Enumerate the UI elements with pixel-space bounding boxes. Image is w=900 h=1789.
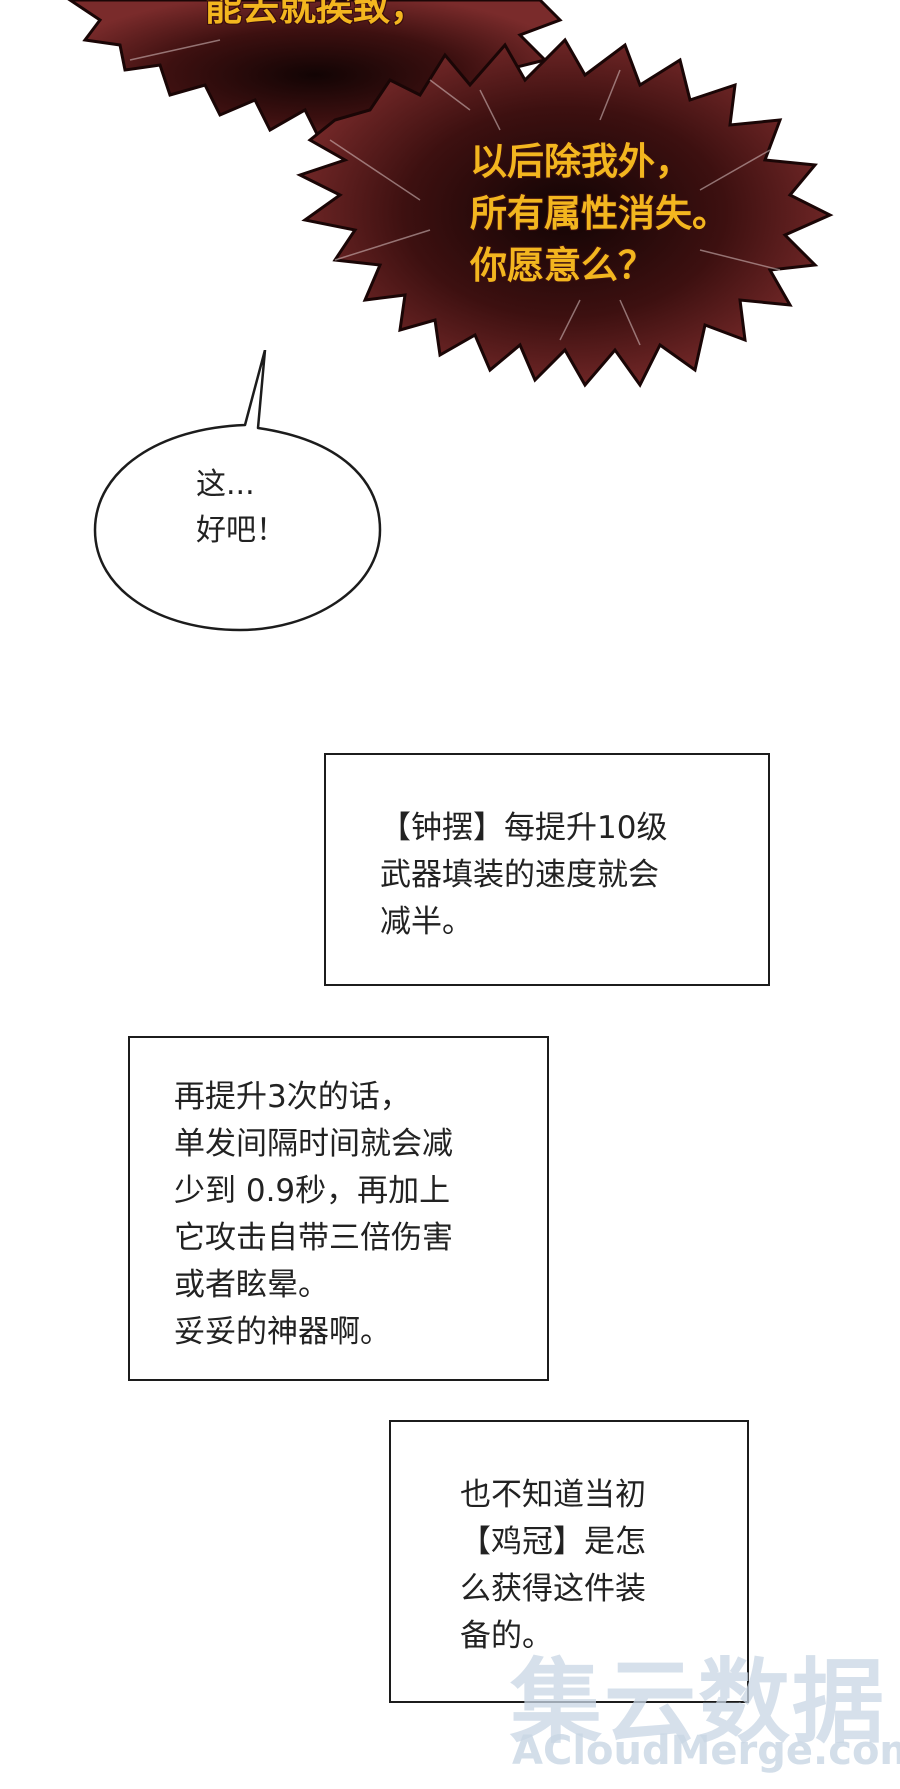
burst-top-text: 能去就挨致， — [205, 0, 427, 34]
speech-text: 这... 好吧！ — [196, 462, 286, 554]
narration-box-upgrade: 再提升3次的话， 单发间隔时间就会减 少到 0.9秒，再加上 它攻击自带三倍伤害… — [128, 1036, 549, 1381]
narration-line: 减半。 — [380, 904, 473, 940]
narration-box-cockscomb: 也不知道当初 【鸡冠】是怎 么获得这件装 备的。 — [389, 1420, 749, 1703]
speech-line-1: 这... — [196, 467, 255, 502]
narration-line: 再提升3次的话， — [174, 1079, 411, 1115]
narration-line: 武器填装的速度就会 — [380, 857, 659, 893]
burst-main-line-3: 你愿意么？ — [470, 244, 655, 287]
burst-main-text: 以后除我外， 所有属性消失。 你愿意么？ — [470, 136, 729, 292]
narration-box-pendulum: 【钟摆】每提升10级 武器填装的速度就会 减半。 — [324, 753, 770, 986]
burst-main-line-1: 以后除我外， — [470, 140, 692, 183]
narration-line: 【鸡冠】是怎 — [460, 1524, 646, 1560]
narration-line: 它攻击自带三倍伤害 — [174, 1220, 453, 1256]
narration-line: 么获得这件装 — [460, 1571, 646, 1607]
burst-hatching — [129, 39, 781, 346]
burst-balloons — [67, 0, 834, 388]
watermark-url: ACloudMerge.com — [512, 1728, 900, 1774]
speech-line-2: 好吧！ — [196, 513, 286, 548]
burst-main-line-2: 所有属性消失。 — [470, 192, 729, 235]
speech-bubble — [93, 350, 382, 632]
narration-line: 单发间隔时间就会减 — [174, 1126, 453, 1162]
burst-main-shape — [296, 37, 834, 388]
narration-line: 也不知道当初 — [460, 1477, 646, 1513]
burst-top-line: 能去就挨致， — [205, 0, 427, 29]
narration-text: 【钟摆】每提升10级 武器填装的速度就会 减半。 — [380, 805, 667, 946]
narration-line: 或者眩晕。 — [174, 1267, 329, 1303]
narration-text: 再提升3次的话， 单发间隔时间就会减 少到 0.9秒，再加上 它攻击自带三倍伤害… — [174, 1074, 453, 1356]
narration-line: 备的。 — [460, 1618, 553, 1654]
narration-line: 妥妥的神器啊。 — [174, 1314, 391, 1350]
narration-line: 少到 0.9秒，再加上 — [174, 1173, 451, 1209]
narration-text: 也不知道当初 【鸡冠】是怎 么获得这件装 备的。 — [460, 1472, 646, 1660]
speech-bubble-outline — [93, 350, 382, 632]
narration-line: 【钟摆】每提升10级 — [380, 810, 668, 846]
